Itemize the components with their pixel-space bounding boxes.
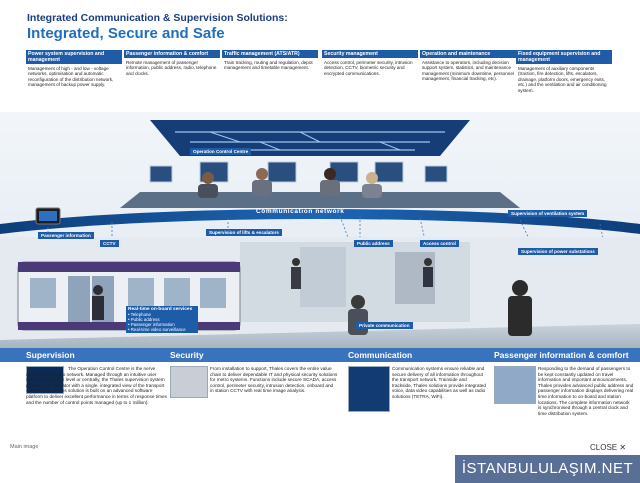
panel-title-supervision: Supervision xyxy=(26,350,75,360)
monitor xyxy=(149,165,173,183)
top-box-title: Security management xyxy=(322,50,418,58)
supervision-thumbnail xyxy=(26,366,64,394)
close-icon: ✕ xyxy=(619,443,627,452)
top-box-title: Fixed equipment supervision and manageme… xyxy=(516,50,612,64)
header-subtitle: Integrated Communication & Supervision S… xyxy=(27,12,288,24)
person-with-phone xyxy=(508,296,532,336)
top-box-operation: Operation and maintenance Assistance to … xyxy=(420,50,516,110)
onboard-item: • Telephone xyxy=(128,312,151,317)
top-box-body: Management of auxiliary components (trac… xyxy=(518,66,607,93)
panel-title-passenger: Passenger information & comfort xyxy=(494,350,629,360)
monitor xyxy=(267,161,297,183)
top-box-title: Traffic management (ATS/ATR) xyxy=(222,50,318,58)
label-ventilation: Supervision of ventilation system xyxy=(508,210,588,217)
top-box-traffic: Traffic management (ATS/ATR) Train track… xyxy=(222,50,318,110)
monitor xyxy=(424,165,448,183)
top-box-body: Train tracking, routing and regulation, … xyxy=(224,60,313,71)
top-box-passenger: Passenger information & comfort Remote m… xyxy=(124,50,220,110)
label-access-control: Access control xyxy=(420,240,459,247)
top-box-fixed: Fixed equipment supervision and manageme… xyxy=(516,50,612,110)
main-image-label: Main image xyxy=(10,444,39,450)
label-operation-control-centre: Operation Control Centre xyxy=(190,148,252,155)
onboard-item: • Real-time video surveillance xyxy=(128,327,186,332)
label-public-address: Public address xyxy=(354,240,393,247)
top-box-body: Access control, perimeter security, intr… xyxy=(324,60,413,76)
top-box-body: Remote management of passenger informati… xyxy=(126,60,217,76)
communication-thumbnail xyxy=(348,366,390,412)
top-box-body: Assistance to operators, including decis… xyxy=(422,60,514,82)
panel-title-security: Security xyxy=(170,350,204,360)
panel-text-communication: Communication systems ensure reliable an… xyxy=(392,366,486,399)
label-private-communication: Private communication xyxy=(356,322,413,329)
top-box-title: Operation and maintenance xyxy=(420,50,516,58)
passenger-thumbnail xyxy=(494,366,536,404)
security-thumbnail xyxy=(170,366,208,398)
close-label: CLOSE xyxy=(590,443,618,452)
elevator-door xyxy=(300,247,346,307)
bottom-panels-title-bar xyxy=(0,348,640,362)
panel-text-security: From installation to support, Thales cov… xyxy=(210,366,338,394)
communication-network-band xyxy=(0,209,640,234)
watermark: İSTANBULULAŞIM.NET xyxy=(455,455,640,483)
close-button[interactable]: CLOSE ✕ xyxy=(590,443,626,452)
panel-text-passenger: Responding to the demand of passengers t… xyxy=(538,366,634,416)
onboard-item: • Public address xyxy=(128,317,160,322)
label-lifts-escalators: Supervision of lifts & escalators xyxy=(206,229,282,236)
top-box-title: Power system supervision and management xyxy=(26,50,122,64)
label-power-substations: Supervision of power substations xyxy=(518,248,598,255)
label-communication-network: Communication network xyxy=(256,208,345,215)
panel-text-supervision: The Operation Control Centre is the nerv… xyxy=(26,366,167,405)
onboard-services-box: Real-time on-board services • Telephone … xyxy=(126,306,198,333)
monitor xyxy=(374,161,404,183)
top-box-title: Passenger information & comfort xyxy=(124,50,220,58)
panel-title-communication: Communication xyxy=(348,350,413,360)
track-display-board xyxy=(150,120,470,156)
header-title: Integrated, Secure and Safe xyxy=(27,25,225,42)
onboard-services-title: Real-time on-board services xyxy=(128,307,193,312)
label-cctv: CCTV xyxy=(100,240,119,247)
label-passenger-information: Passenger information xyxy=(38,232,94,239)
onboard-item: • Passenger information xyxy=(128,322,175,327)
top-box-body: Management of high - and low - voltage n… xyxy=(28,66,114,88)
top-box-security: Security management Access control, peri… xyxy=(322,50,418,110)
top-box-power: Power system supervision and management … xyxy=(26,50,122,110)
